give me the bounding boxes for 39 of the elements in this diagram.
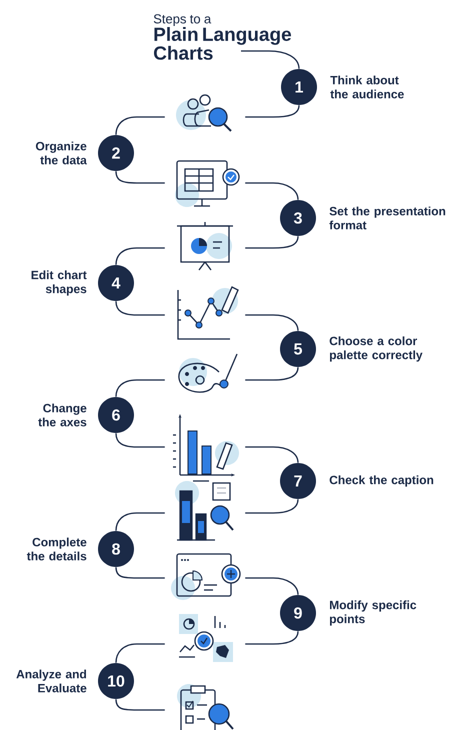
connector-line [245,236,299,249]
connector-line [245,577,299,595]
palette-brush-drawing [178,354,238,393]
connector-line [115,247,165,265]
presentation-board-drawing [177,222,233,270]
connector-line [115,643,165,663]
connector-line [115,433,165,448]
connector-line [245,182,299,200]
connector-line [115,699,165,711]
connector-line [115,567,165,579]
step-label: Complete the details [26,538,86,560]
screen-pie-drawing [171,553,241,600]
connector-line [115,171,165,184]
step-label: Choose a color palette correctly [330,336,422,362]
step-label: Check the caption [330,475,434,487]
line-chart-drawing [177,286,239,340]
step-label: Organize the data [36,142,87,164]
step-label: Modify specific points [330,600,416,626]
bars-magnifier-drawing [175,481,234,541]
step-label: Edit chart shapes [32,270,87,296]
dashboard-drawing [179,614,233,662]
step-label: Set the presentation format [329,206,446,230]
connector-line [115,301,165,316]
connector-line [115,512,165,531]
connector-line [245,367,299,381]
connector-line [245,446,299,463]
people-search-drawing [176,94,232,132]
connector-line [245,499,299,514]
step-label: Change the axes [38,404,86,426]
connector-line [245,631,299,645]
connector-line [245,105,300,118]
title: Steps to a Plain Language Charts [154,14,292,60]
clipboard-drawing [177,684,234,730]
step-label: Analyze and Evaluate [16,670,86,692]
monitor-table-drawing [175,160,240,207]
connector-line [115,379,165,397]
connector-line [245,314,299,331]
step-label: Think about the audience [330,76,404,98]
connector-line [115,116,165,135]
